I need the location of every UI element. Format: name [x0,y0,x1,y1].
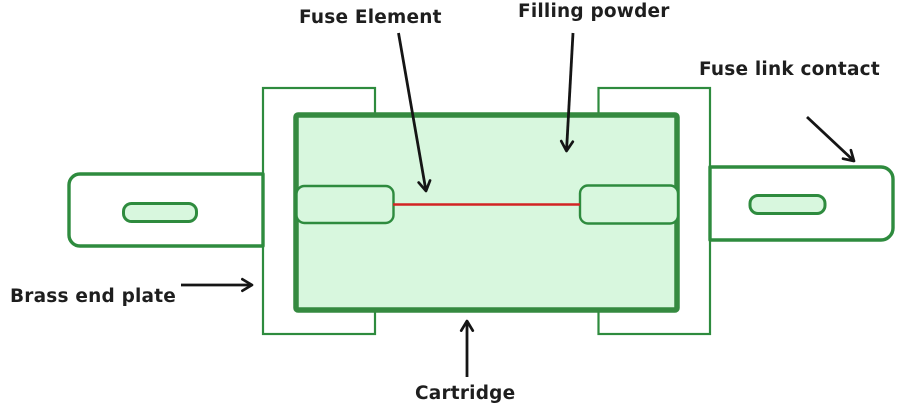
fuse-link-contact-arrow [806,115,856,163]
cartridge-label: Cartridge [415,383,516,404]
brass-end-plate-label: Brass end plate [10,286,177,307]
filling-powder-label: Filling powder [518,1,670,22]
terminal-slot-right [748,194,827,215]
filling-powder-arrow [559,32,575,153]
inner-contact-right [578,184,680,225]
fuse-element-arrow [397,32,432,193]
fuse-link-contact-label: Fuse link contact [699,59,880,80]
fuse-element-label: Fuse Element [299,7,442,28]
inner-contact-left [295,184,395,225]
terminal-slot-left [122,202,198,223]
